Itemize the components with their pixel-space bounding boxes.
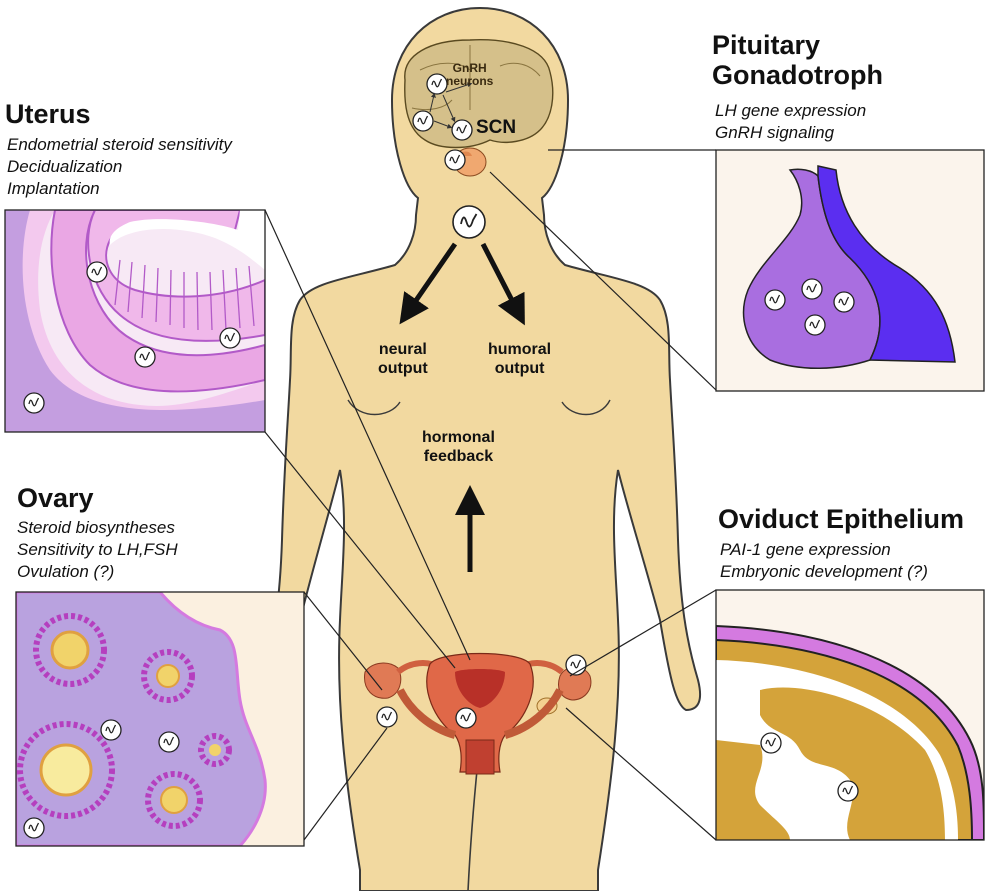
reproductive-tract: [364, 652, 592, 775]
oviduct-panel: [715, 589, 985, 841]
oscillator-icon: [455, 707, 477, 729]
oscillator-icon: [100, 719, 122, 741]
gnrh-neurons-label: GnRH neurons: [446, 61, 494, 88]
oviduct-lines: PAI-1 gene expression Embryonic developm…: [720, 540, 928, 581]
pituitary-lines: LH gene expression GnRH signaling: [715, 101, 867, 142]
pituitary-panel: [715, 149, 985, 392]
scn-label: SCN: [476, 117, 517, 138]
oscillator-icon: [804, 314, 826, 336]
oscillator-icon: [801, 278, 823, 300]
oviduct-title: Oviduct Epithelium: [718, 504, 965, 534]
oscillator-icon: [219, 327, 241, 349]
hormonal-feedback-label: hormonal feedback: [422, 429, 495, 465]
oscillator-icon: [452, 205, 486, 239]
oscillator-icon: [444, 149, 466, 171]
oscillator-icon: [158, 731, 180, 753]
oscillator-icon: [412, 110, 434, 132]
ovary-panel: [15, 591, 305, 847]
uterus-title: Uterus: [5, 99, 91, 129]
oscillator-icon: [23, 817, 45, 839]
ovary-title: Ovary: [17, 483, 94, 513]
oscillator-icon: [833, 291, 855, 313]
oscillator-icon: [134, 346, 156, 368]
brain: [404, 39, 554, 149]
oscillator-icon: [764, 289, 786, 311]
uterus-panel: [4, 209, 266, 433]
neural-output-label: neural output: [378, 341, 428, 377]
uterus-lines: Endometrial steroid sensitivity Decidual…: [7, 135, 232, 198]
humoral-output-label: humoral output: [488, 341, 552, 377]
pituitary-title: Pituitary Gonadotroph: [712, 30, 883, 90]
oscillator-icon: [760, 732, 782, 754]
oscillator-icon: [426, 73, 448, 95]
oscillator-icon: [376, 706, 398, 728]
oscillator-icon: [23, 392, 45, 414]
ovary-lines: Steroid biosyntheses Sensitivity to LH,F…: [17, 518, 178, 581]
oscillator-icon: [837, 780, 859, 802]
oscillator-icon: [86, 261, 108, 283]
oscillator-icon: [451, 119, 473, 141]
